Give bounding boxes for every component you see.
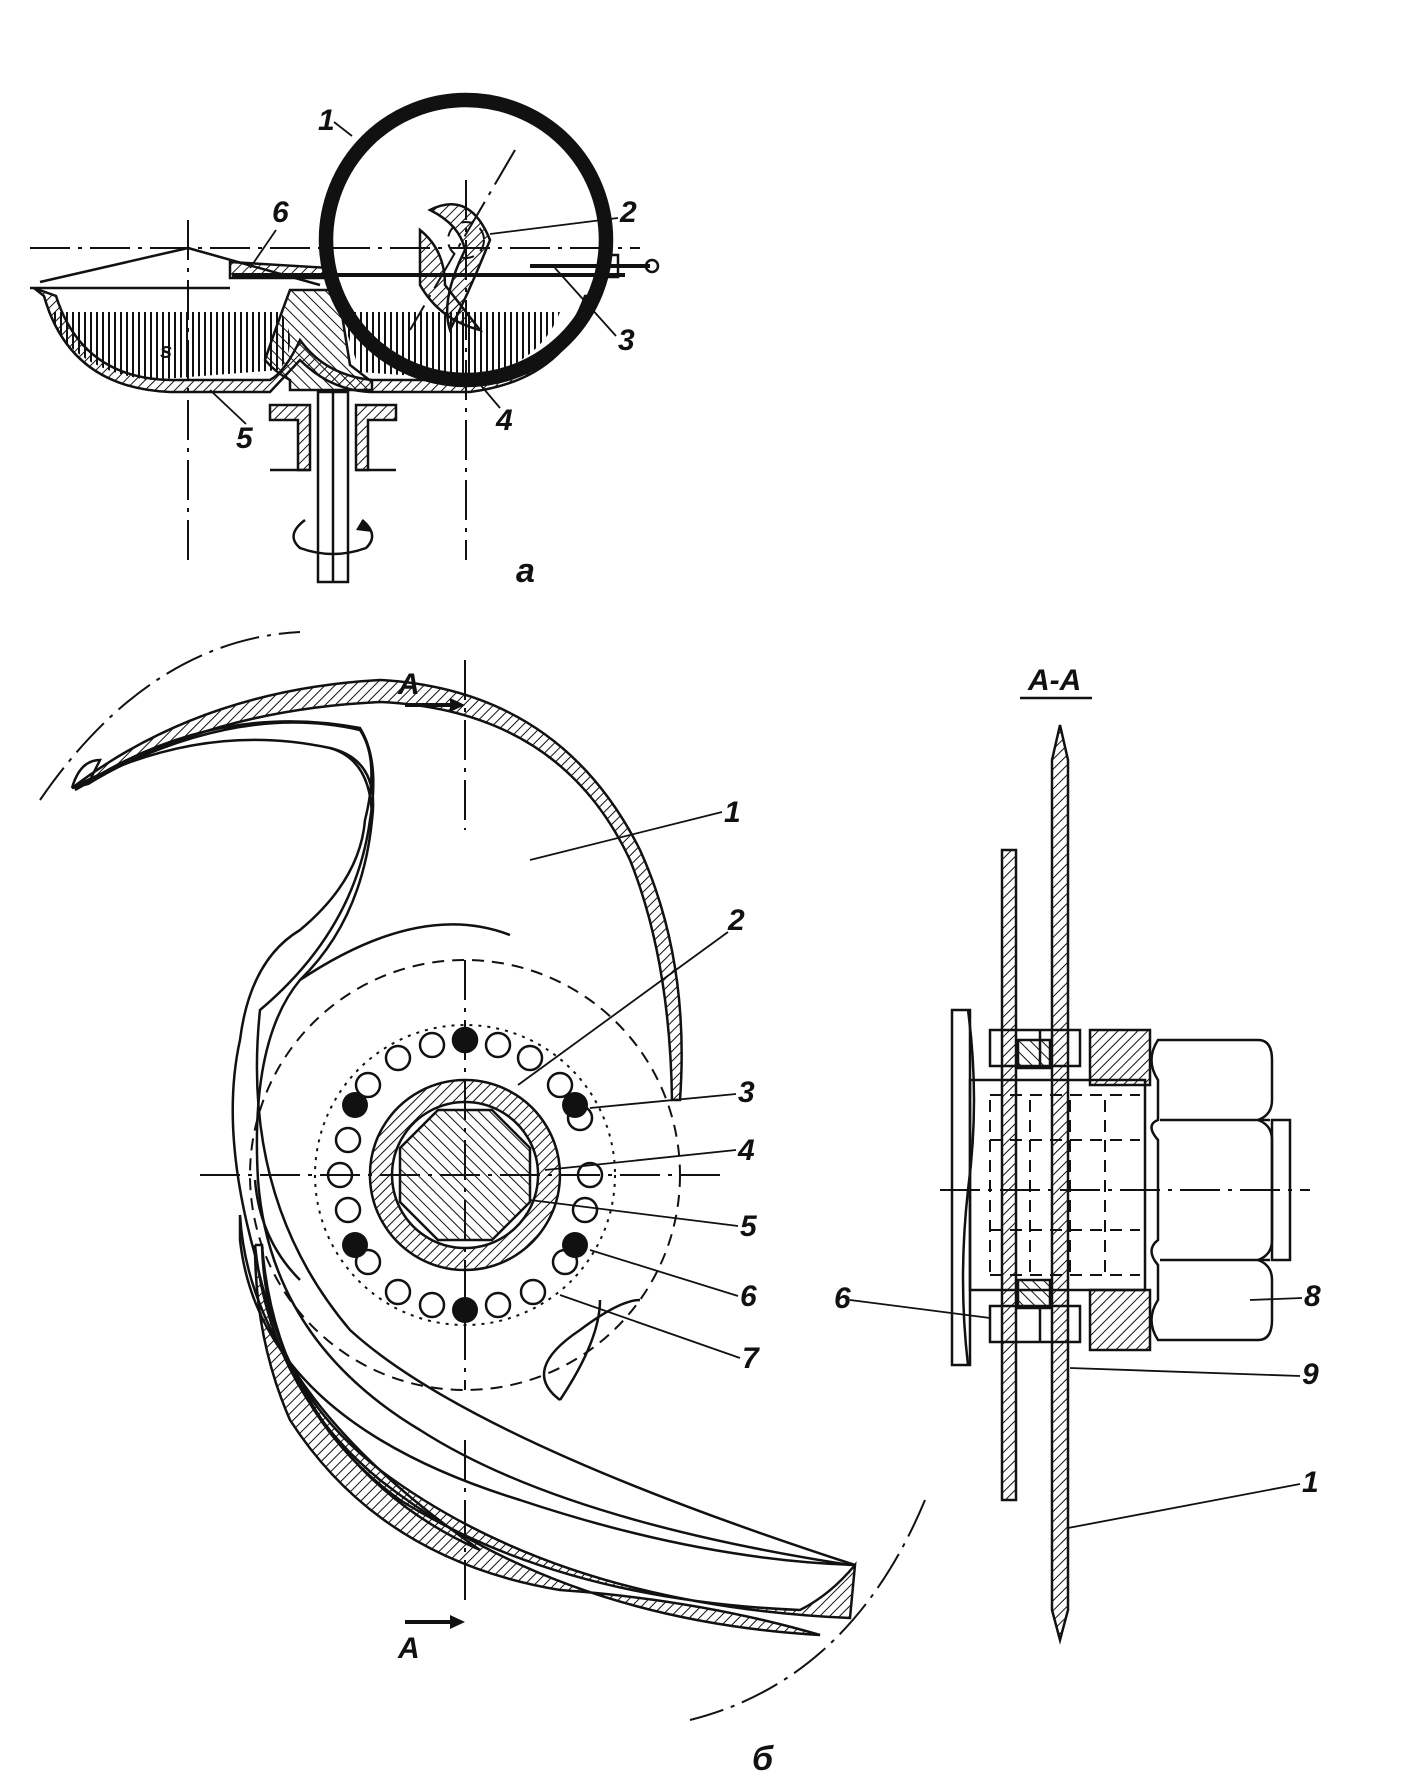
fig-a-label-3: 3	[618, 324, 635, 357]
fig-a-material-label: s	[160, 338, 172, 363]
fig-a-label-2: 2	[619, 196, 637, 229]
figure-b-sickle-knife: А А 1 2 3 4 5 6 7 б	[39, 631, 926, 1778]
figure-a-cutter-bowl: 1 2 3 4 5 6 s а	[30, 92, 660, 590]
section-title: А-А	[1027, 664, 1081, 697]
fig-a-label-5: 5	[236, 422, 254, 455]
fig-b-label-7: 7	[742, 1342, 760, 1375]
fig-b-label-2: 2	[727, 904, 745, 937]
fig-a-label-6: 6	[272, 196, 289, 229]
section-view-a-a: А-А 6	[834, 664, 1321, 1645]
bolt-ring	[326, 1026, 604, 1323]
section-label-8: 8	[1304, 1280, 1321, 1313]
section-label-9: 9	[1302, 1358, 1319, 1391]
fig-b-label-6: 6	[740, 1280, 757, 1313]
section-mark-bottom: А	[397, 1632, 420, 1665]
section-mark-top: А	[397, 668, 420, 701]
fig-b-label-1: 1	[724, 796, 741, 829]
fig-a-caption: а	[516, 552, 535, 590]
fig-b-label-4: 4	[737, 1134, 755, 1167]
fig-a-label-1: 1	[318, 104, 335, 137]
fig-b-label-5: 5	[740, 1210, 758, 1243]
section-label-1: 1	[1302, 1466, 1319, 1499]
fig-b-caption: б	[752, 1740, 774, 1778]
fig-a-label-4: 4	[495, 404, 513, 437]
section-label-6: 6	[834, 1282, 851, 1315]
fig-b-label-3: 3	[738, 1076, 755, 1109]
